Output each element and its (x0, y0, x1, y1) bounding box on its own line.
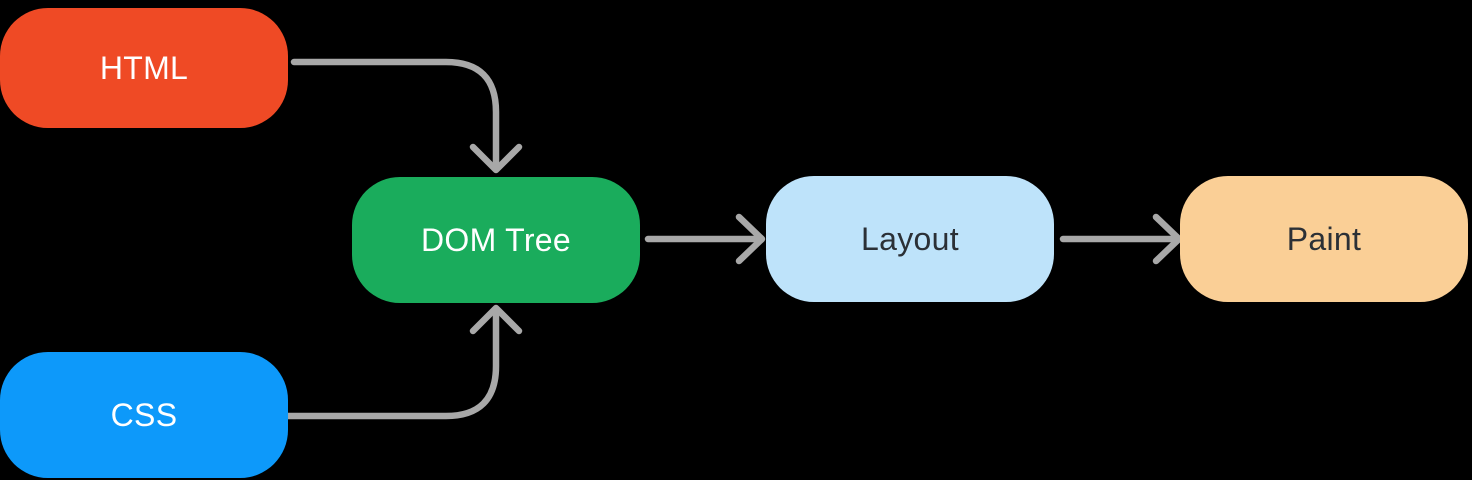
node-dom-tree: DOM Tree (352, 177, 640, 303)
node-layout-label: Layout (861, 220, 959, 257)
node-paint: Paint (1180, 176, 1468, 302)
node-layout: Layout (766, 176, 1054, 302)
arrowhead-right-icon (1152, 213, 1183, 265)
edge-dom-to-layout (644, 213, 766, 265)
node-css-label: CSS (110, 396, 178, 433)
edge-html-to-dom (290, 58, 523, 174)
arrowhead-down-icon (469, 143, 523, 174)
edge-css-to-dom (272, 304, 523, 420)
arrowhead-up-icon (469, 304, 523, 335)
node-css: CSS (0, 352, 288, 478)
arrowhead-right-icon (735, 213, 766, 265)
edge-layout-to-paint (1059, 213, 1183, 265)
node-paint-label: Paint (1286, 220, 1362, 257)
node-html-label: HTML (99, 49, 189, 86)
node-dom-tree-label: DOM Tree (421, 221, 571, 258)
node-html: HTML (0, 8, 288, 128)
